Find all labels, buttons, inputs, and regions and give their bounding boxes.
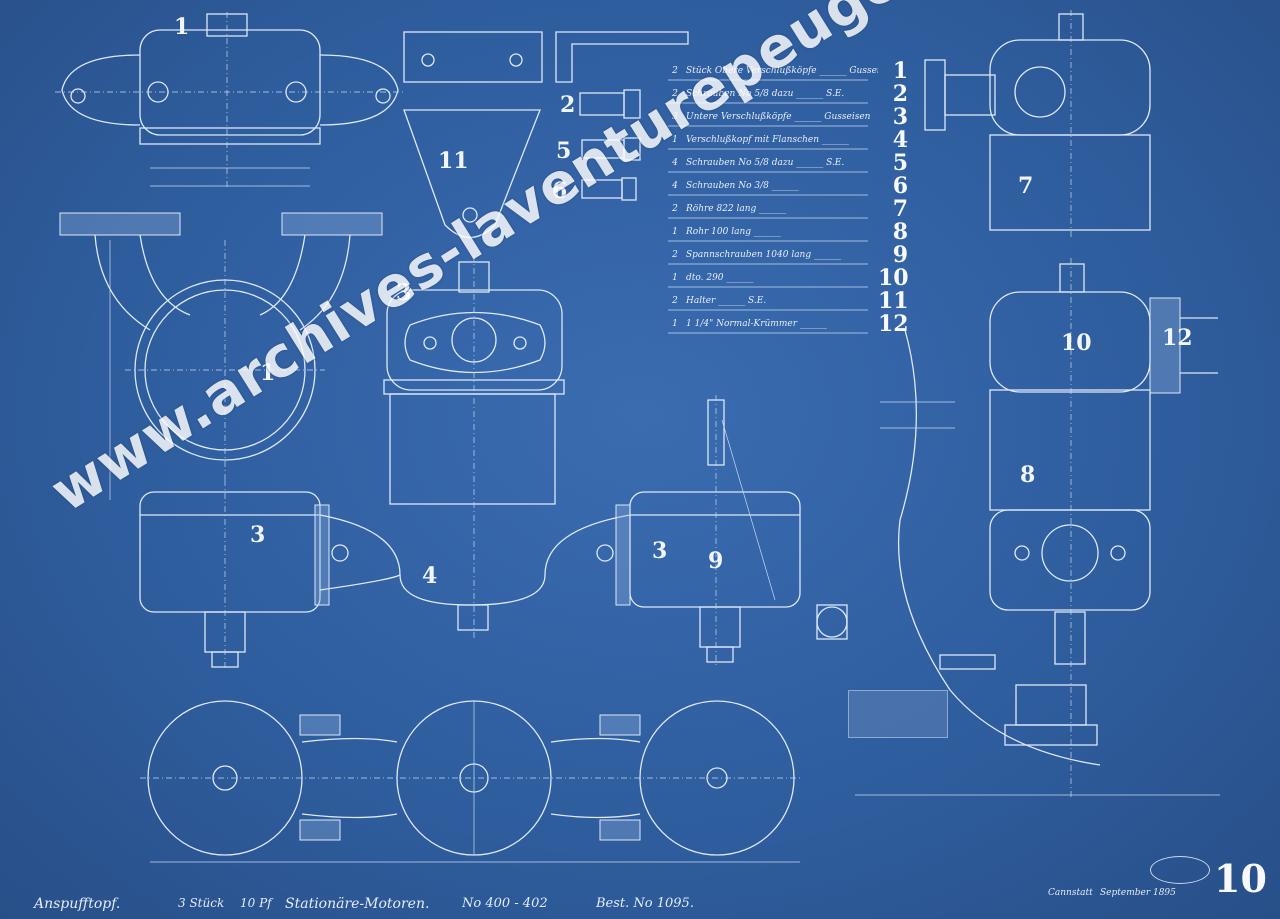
view-part-1-section bbox=[59, 212, 383, 500]
sheet-number: 10 bbox=[1214, 856, 1267, 901]
label-part-4: 4 bbox=[422, 563, 438, 589]
view-small-parts bbox=[403, 31, 848, 640]
parts-list-rules bbox=[668, 79, 868, 334]
label-part-8: 8 bbox=[1020, 462, 1036, 488]
label-part-5: 5 bbox=[556, 138, 572, 164]
label-part-3-center: 3 bbox=[396, 280, 412, 306]
view-plan-bottom bbox=[140, 700, 800, 863]
view-part-3-left bbox=[139, 480, 330, 670]
quantity-note: 3 Stück bbox=[178, 896, 225, 910]
order-number: Best. No 1095. bbox=[596, 896, 694, 911]
label-part-7: 7 bbox=[1018, 173, 1034, 199]
view-part-3-right bbox=[615, 395, 801, 665]
label-part-12: 12 bbox=[1162, 325, 1193, 351]
model-numbers: No 400 - 402 bbox=[462, 896, 548, 911]
label-part-3-left: 3 bbox=[250, 522, 266, 548]
label-part-9: 9 bbox=[708, 548, 724, 574]
label-part-1-top: 1 bbox=[174, 14, 190, 40]
label-part-6: 6 bbox=[552, 178, 568, 204]
place-label: Cannstatt bbox=[1048, 888, 1093, 898]
power-note: 10 Pf bbox=[240, 896, 272, 910]
label-part-10: 10 bbox=[1061, 330, 1092, 356]
date-label: September 1895 bbox=[1100, 888, 1176, 898]
view-side-right bbox=[855, 10, 1220, 800]
drawing-title: Anspufftopf. bbox=[34, 896, 121, 912]
label-part-3-right: 3 bbox=[652, 538, 668, 564]
label-part-11: 11 bbox=[438, 148, 469, 174]
view-part-1-top bbox=[55, 12, 405, 190]
faded-stamp bbox=[848, 690, 948, 738]
signature-seal bbox=[1150, 856, 1210, 884]
subject-title: Stationäre-Motoren. bbox=[285, 896, 430, 912]
view-assembly-center bbox=[319, 255, 631, 640]
label-part-2: 2 bbox=[560, 92, 576, 118]
label-part-1-section: 1 bbox=[260, 360, 276, 386]
